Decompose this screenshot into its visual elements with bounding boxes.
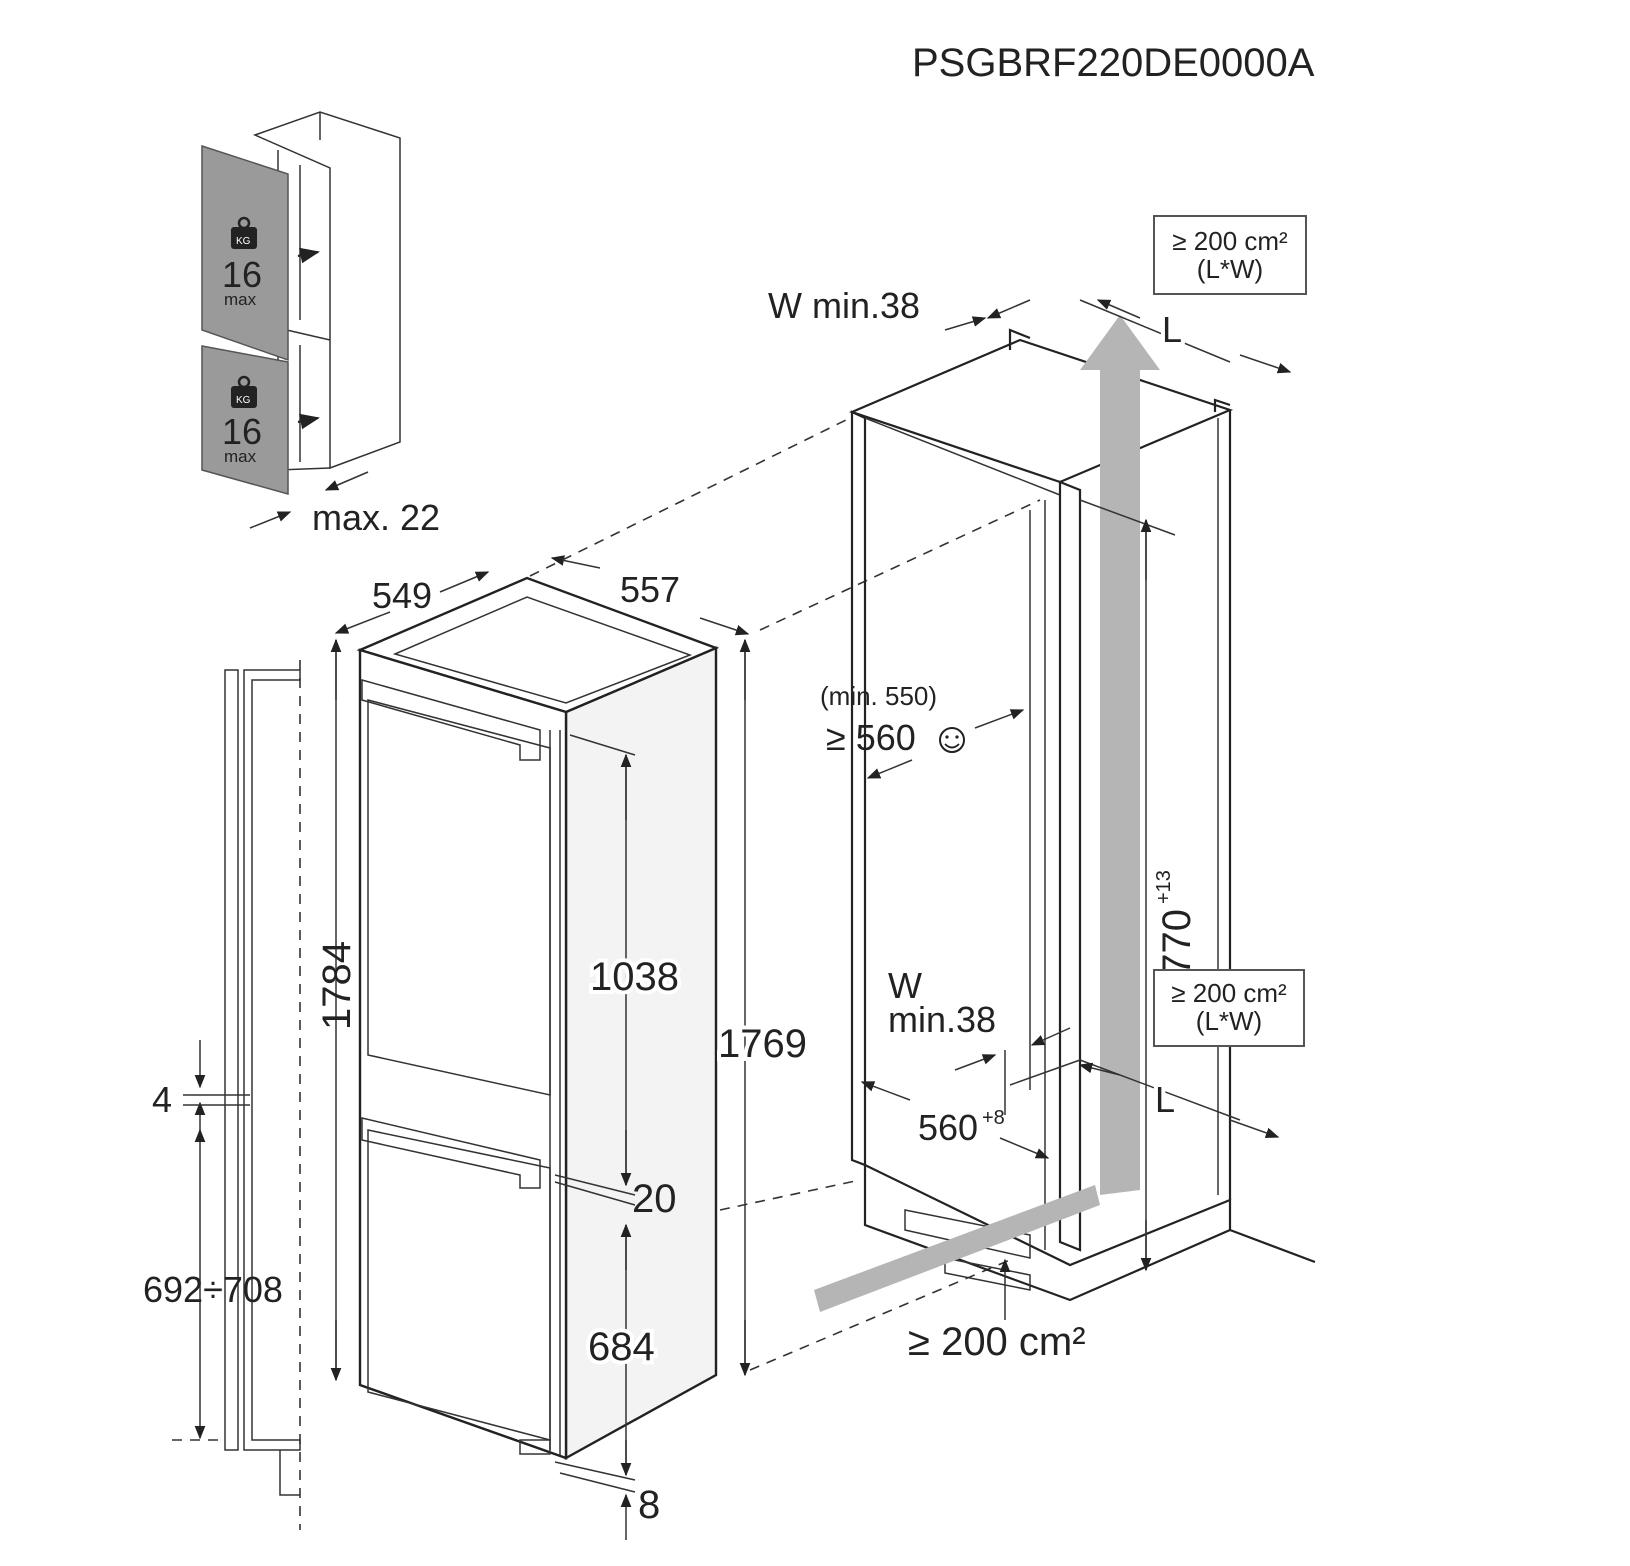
side-height-label: 1769 bbox=[718, 1022, 807, 1066]
max-gap-label: max. 22 bbox=[312, 497, 440, 538]
vent-mid-line2: (L*W) bbox=[1196, 1006, 1262, 1036]
installation-niche bbox=[848, 328, 1316, 1302]
model-code: PSGBRF220DE0000A bbox=[912, 41, 1315, 85]
mount-arrow-icon bbox=[297, 247, 320, 264]
min-depth-value: ≥ 560 bbox=[826, 717, 916, 758]
smiley-icon bbox=[939, 727, 965, 753]
mid-l-label: L bbox=[1155, 1079, 1175, 1120]
lower-load-unit: max bbox=[224, 447, 257, 466]
mid-w-label: W bbox=[888, 965, 922, 1006]
width-label: 557 bbox=[620, 569, 680, 610]
lower-load-value: 16 bbox=[222, 411, 262, 452]
appliance-dimensions: 549 557 1784 1769 1038 20 684 8 bbox=[315, 555, 811, 1540]
rail-gap-label: 4 bbox=[152, 1079, 172, 1120]
vent-top-box bbox=[1153, 215, 1307, 295]
door-gap-label: 20 bbox=[632, 1177, 677, 1221]
airflow bbox=[814, 315, 1160, 1312]
hinge-icon bbox=[361, 1117, 541, 1189]
hinge-icon bbox=[361, 679, 541, 761]
niche-height-tol: +13 bbox=[1153, 870, 1175, 904]
projection-lines bbox=[529, 417, 1041, 1371]
bottom-label: 8 bbox=[638, 1483, 660, 1527]
lower-door-panel bbox=[201, 345, 289, 495]
door-rail: 4 692÷708 bbox=[143, 660, 301, 1530]
top-l-label: L bbox=[1162, 309, 1182, 350]
appliance bbox=[356, 576, 720, 1461]
upper-door-panel bbox=[201, 144, 289, 362]
kg-label: KG bbox=[236, 236, 251, 247]
min-depth-alt: (min. 550) bbox=[820, 681, 937, 711]
upper-load-unit: max bbox=[224, 290, 257, 309]
airflow-bottom-arrow bbox=[814, 1185, 1100, 1312]
door-panel-inset: KG 16 max KG 16 max max. 22 bbox=[201, 111, 440, 538]
upper-door-label: 1038 bbox=[590, 955, 679, 999]
rail-range-label: 692÷708 bbox=[143, 1269, 283, 1310]
niche-dimensions: W min.38 L ≥ 200 cm² (L*W) (min. 550) ≥ … bbox=[768, 215, 1307, 1364]
weight-icon: KG bbox=[231, 216, 257, 249]
top-w-label: W min.38 bbox=[768, 285, 920, 326]
vent-top-line1: ≥ 200 cm² bbox=[1172, 226, 1288, 256]
vent-bottom-label: ≥ 200 cm² bbox=[908, 1320, 1086, 1364]
total-height-label: 1784 bbox=[315, 941, 359, 1030]
vent-top-line2: (L*W) bbox=[1197, 254, 1263, 284]
lower-door-label: 684 bbox=[588, 1325, 655, 1369]
mount-arrow-icon bbox=[297, 413, 320, 430]
upper-load-value: 16 bbox=[222, 254, 262, 295]
airflow-up-arrow bbox=[1080, 315, 1160, 1195]
vent-mid-line1: ≥ 200 cm² bbox=[1171, 978, 1287, 1008]
vent-mid-box bbox=[1153, 969, 1305, 1047]
kg-label: KG bbox=[236, 395, 251, 406]
depth-label: 549 bbox=[372, 575, 432, 616]
mid-w-min: min.38 bbox=[888, 999, 996, 1040]
niche-width-tol: +8 bbox=[982, 1107, 1005, 1129]
niche-width-value: 560 bbox=[918, 1107, 978, 1148]
weight-icon: KG bbox=[231, 375, 257, 408]
